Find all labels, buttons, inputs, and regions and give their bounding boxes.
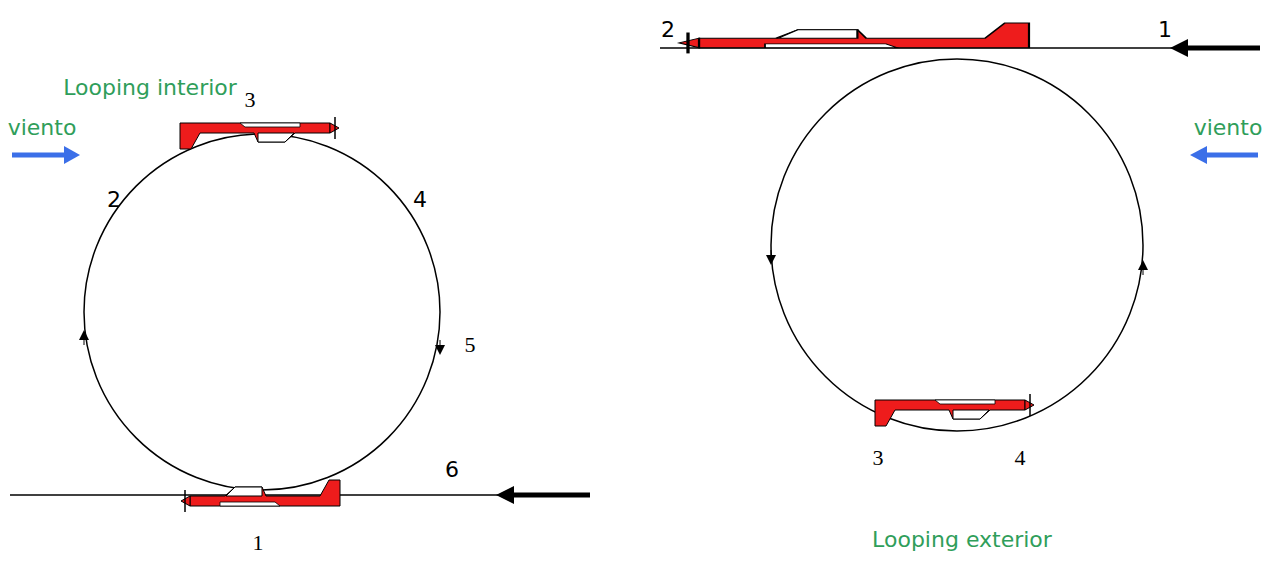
callout-number: 3 bbox=[245, 89, 256, 111]
callout-number: 4 bbox=[413, 189, 427, 211]
loop-title: Looping exterior bbox=[872, 529, 1052, 551]
wind-label: viento bbox=[8, 117, 77, 139]
callout-number: 6 bbox=[445, 459, 459, 481]
callout-number: 3 bbox=[873, 447, 884, 469]
callout-number: 2 bbox=[107, 189, 121, 211]
callout-number: 4 bbox=[1015, 447, 1026, 469]
loop-title: Looping interior bbox=[63, 77, 237, 99]
callout-number: 2 bbox=[661, 19, 675, 41]
callout-number: 1 bbox=[253, 532, 264, 554]
callout-number: 5 bbox=[465, 334, 476, 356]
callout-number: 1 bbox=[1158, 19, 1172, 41]
wind-label: viento bbox=[1194, 117, 1263, 139]
